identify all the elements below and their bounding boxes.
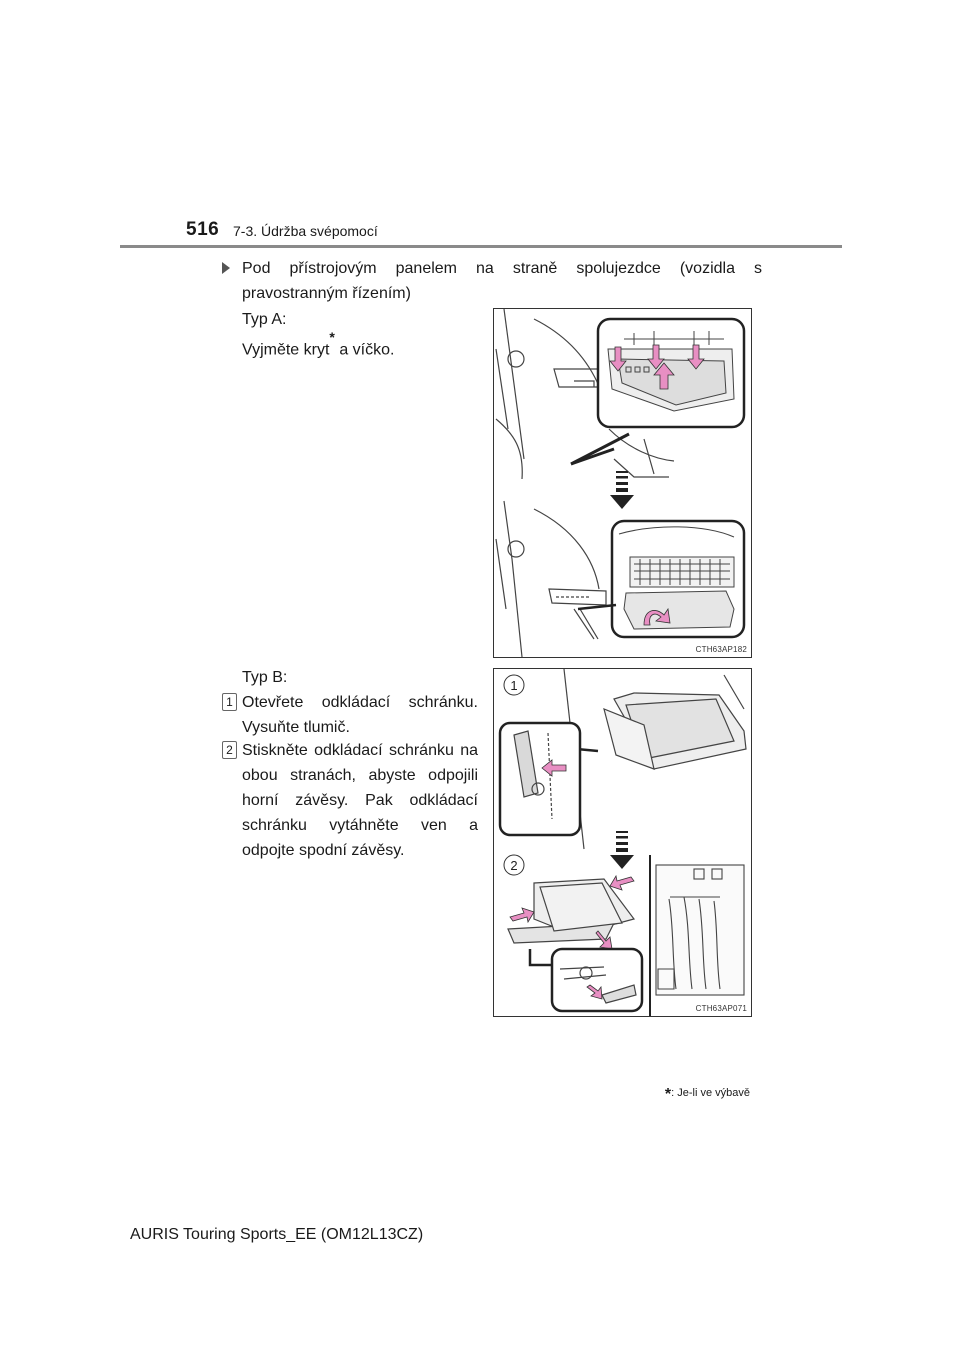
figure-type-a: CTH63AP182 <box>493 308 752 658</box>
asterisk-marker: * <box>329 329 335 345</box>
step-1: 1 Otevřete odkládací schránku. Vysuňte t… <box>222 690 478 740</box>
triangle-bullet-icon <box>222 262 230 274</box>
header-divider <box>120 245 842 248</box>
step-2: 2 Stiskněte odkládací schránku na obou s… <box>222 738 478 863</box>
section-title: 7-3. Údržba svépomocí <box>233 223 378 239</box>
footnote: *: Je-li ve výbavě <box>602 1083 750 1103</box>
figure-type-b: 1 2 <box>493 668 752 1017</box>
type-a-instruction-after: a víčko. <box>334 341 395 359</box>
type-a-illustration <box>495 309 746 657</box>
type-b-label: Typ B: <box>242 669 288 686</box>
type-b-illustration: 1 2 <box>498 669 747 1016</box>
footnote-text: : Je-li ve výbavě <box>671 1087 750 1099</box>
step-number: 1 <box>222 693 237 711</box>
figure-a-code: CTH63AP182 <box>695 645 747 654</box>
intro-bullet: Pod přístrojovým panelem na straně spolu… <box>222 256 762 306</box>
type-a-instruction: Vyjměte kryt* a víčko. <box>242 329 395 362</box>
intro-text: Pod přístrojovým panelem na straně spolu… <box>242 260 762 302</box>
step-text: Stiskněte odkládací schránku na obou str… <box>242 742 478 859</box>
type-a-instruction-before: Vyjměte kryt <box>242 341 330 359</box>
figure-callout-2: 2 <box>510 858 517 873</box>
footer-model: AURIS Touring Sports_EE (OM12L13CZ) <box>130 1226 424 1243</box>
step-text: Otevřete odkládací schránku. Vysuňte tlu… <box>242 694 478 736</box>
step-number: 2 <box>222 741 237 759</box>
figure-callout-1: 1 <box>510 678 517 693</box>
figure-b-code: CTH63AP071 <box>695 1004 747 1013</box>
type-a-label: Typ A: <box>242 311 287 328</box>
page-number: 516 <box>186 219 220 240</box>
footnote-star: * <box>664 1086 672 1103</box>
